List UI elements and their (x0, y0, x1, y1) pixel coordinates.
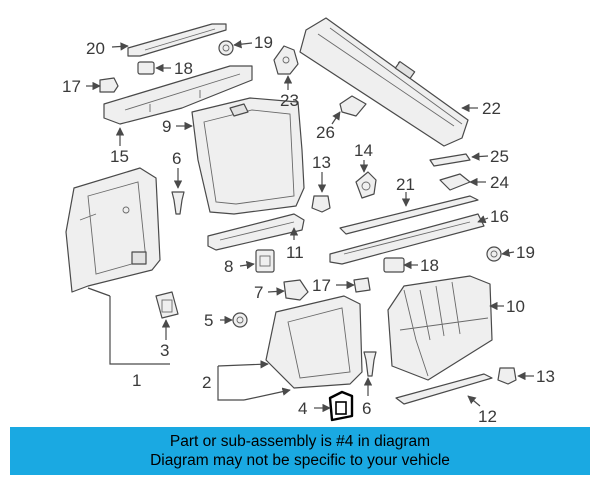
callout-5: 5 (204, 311, 213, 330)
callout-17-upper: 17 (62, 77, 81, 96)
callout-25: 25 (490, 147, 509, 166)
part-16-sill (329, 213, 485, 265)
info-banner: Part or sub-assembly is #4 in diagram Di… (10, 427, 590, 475)
part-17-clip-lower (353, 277, 371, 293)
callout-13-lower: 13 (536, 367, 555, 386)
callout-3: 3 (160, 341, 169, 360)
part-7-clip (283, 279, 309, 301)
part-24-trim (439, 173, 471, 191)
part-14-lamp (355, 171, 377, 199)
part-23-bracket (273, 45, 299, 75)
banner-line-1: Part or sub-assembly is #4 in diagram (169, 433, 431, 450)
part-18-clip-lower (383, 257, 405, 273)
callout-2: 2 (202, 373, 211, 392)
callout-16: 16 (490, 207, 509, 226)
part-9-panel (191, 97, 305, 215)
callout-4: 4 (298, 399, 307, 418)
callout-18-lower: 18 (420, 256, 439, 275)
part-15-rail (103, 65, 253, 125)
callout-20: 20 (86, 39, 105, 58)
part-4-highlighted (328, 390, 354, 422)
callout-9: 9 (162, 117, 171, 136)
part-18-clip-upper (137, 61, 155, 75)
callout-23: 23 (280, 91, 299, 110)
part-10-storage-box (387, 275, 493, 381)
callout-22: 22 (482, 99, 501, 118)
parts-diagram: 20 19 18 17 23 22 26 9 15 6 13 14 25 24 … (62, 17, 555, 426)
callout-8: 8 (224, 257, 233, 276)
part-12-strip (395, 373, 493, 405)
part-1-quarter-panel (65, 167, 161, 293)
part-19-clip-lower (486, 246, 502, 262)
part-5-clip (232, 312, 248, 328)
part-13-clip-lower (497, 367, 517, 385)
callout-1: 1 (132, 371, 141, 390)
callout-13-upper: 13 (312, 153, 331, 172)
callout-17-lower: 17 (312, 276, 331, 295)
part-8-bracket (255, 249, 275, 273)
leader-lines (86, 39, 534, 413)
banner-line-2: Diagram may not be specific to your vehi… (150, 452, 450, 469)
callout-19-lower: 19 (516, 243, 535, 262)
part-22-cover (299, 17, 469, 147)
part-13-clip-upper (311, 195, 331, 213)
callout-19-upper: 19 (254, 33, 273, 52)
callout-12: 12 (478, 407, 497, 426)
part-3-cap (155, 291, 179, 319)
part-2-lower-panel (265, 295, 363, 389)
callout-14: 14 (354, 141, 373, 160)
part-11-strip (207, 213, 305, 251)
callout-15: 15 (110, 147, 129, 166)
part-6-clip-lower (363, 351, 377, 377)
callout-6-lower: 6 (362, 399, 371, 418)
callout-6-upper: 6 (172, 149, 181, 168)
part-19-clip-upper (218, 40, 234, 56)
callout-7: 7 (254, 283, 263, 302)
callout-10: 10 (506, 297, 525, 316)
callout-21: 21 (396, 175, 415, 194)
part-6-clip-upper (171, 191, 185, 215)
callout-24: 24 (490, 173, 509, 192)
part-20-rail (127, 23, 227, 57)
callout-11: 11 (286, 243, 304, 262)
callout-18-upper: 18 (174, 59, 193, 78)
part-25-trim (429, 153, 471, 167)
part-26-cap (339, 95, 367, 117)
part-21-sill (339, 195, 479, 235)
part-17-clip-upper (99, 77, 119, 93)
callout-26: 26 (316, 123, 335, 142)
